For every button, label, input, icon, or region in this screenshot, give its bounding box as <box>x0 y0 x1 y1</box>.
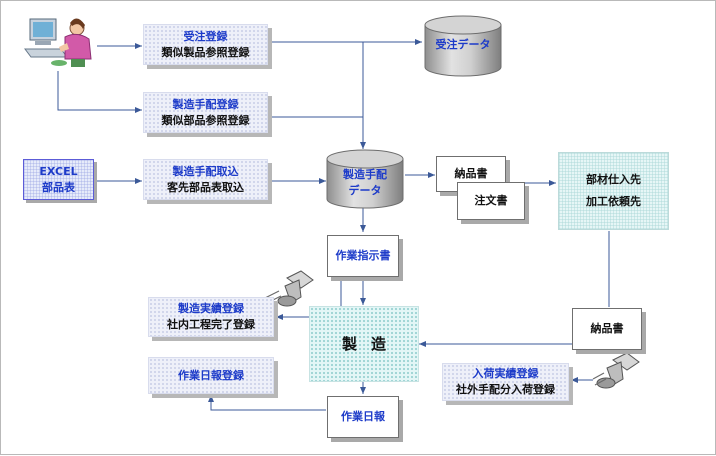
manufacturing-label: 製造 <box>341 335 400 353</box>
purchase-order-label: 注文書 <box>474 194 508 207</box>
receiving-title: 入荷実績登録 <box>472 367 539 380</box>
receiving-subtitle: 社外手配分入荷登録 <box>456 383 555 396</box>
arrow-user-to-arrange-entry <box>57 71 142 113</box>
delivery-note-label: 納品書 <box>454 167 488 180</box>
arrange-db-line1: 製造手配 <box>343 168 387 181</box>
work-instruction-document: 作業指示書 <box>327 235 399 277</box>
order-db-label: 受注データ <box>435 38 491 51</box>
receiving-process: 入荷実績登録 社外手配分入荷登録 <box>442 363 569 401</box>
barcode-scanner-icon <box>262 270 314 307</box>
daily-report-entry-process: 作業日報登録 <box>148 357 274 394</box>
excel-parts-list: EXCEL 部品表 <box>23 159 94 200</box>
arrange-import-title: 製造手配取込 <box>172 164 239 178</box>
arrange-db: 製造手配 データ <box>327 167 403 201</box>
order-db-cylinder <box>424 15 502 77</box>
arrow-daily-report-to-entry <box>208 395 326 411</box>
mfg-result-title: 製造実績登録 <box>178 302 244 315</box>
order-entry-process: 受注登録 類似製品参照登録 <box>143 24 268 65</box>
daily-report-document: 作業日報 <box>327 396 399 438</box>
arrange-db-line2: データ <box>348 184 382 197</box>
arrow-order-entry-to-arrange-db <box>269 41 366 149</box>
arrange-entry-process: 製造手配登録 類似部品参照登録 <box>143 92 268 133</box>
arrange-db-cylinder <box>326 149 404 209</box>
parts-list-label: 部品表 <box>42 180 75 194</box>
arrange-entry-title: 製造手配登録 <box>172 97 239 111</box>
work-instruction-label: 作業指示書 <box>335 249 391 262</box>
arrange-import-subtitle: 客先部品表取込 <box>167 180 244 194</box>
order-db: 受注データ <box>425 37 501 57</box>
excel-label: EXCEL <box>39 164 78 178</box>
incoming-delivery-note-label: 納品書 <box>590 322 624 335</box>
incoming-delivery-note-document: 納品書 <box>572 308 642 350</box>
daily-report-label: 作業日報 <box>341 410 385 423</box>
supplier-block: 部材仕入先 加工依頼先 <box>558 152 669 230</box>
order-entry-subtitle: 類似製品参照登録 <box>161 45 250 59</box>
order-entry-title: 受注登録 <box>183 29 228 43</box>
mfg-result-subtitle: 社内工程完了登録 <box>167 318 255 331</box>
manufacturing-block: 製造 <box>309 306 419 382</box>
supplier-line2: 加工依頼先 <box>586 195 641 208</box>
supplier-line1: 部材仕入先 <box>586 173 641 186</box>
mfg-result-process: 製造実績登録 社内工程完了登録 <box>148 297 274 337</box>
arrange-entry-subtitle: 類似部品参照登録 <box>161 113 250 127</box>
user-at-computer-icon <box>24 18 92 67</box>
arrange-import-process: 製造手配取込 客先部品表取込 <box>143 159 268 200</box>
purchase-order-document: 注文書 <box>457 182 525 220</box>
daily-report-entry-title: 作業日報登録 <box>178 368 244 382</box>
barcode-scanner-icon-2 <box>592 352 640 389</box>
